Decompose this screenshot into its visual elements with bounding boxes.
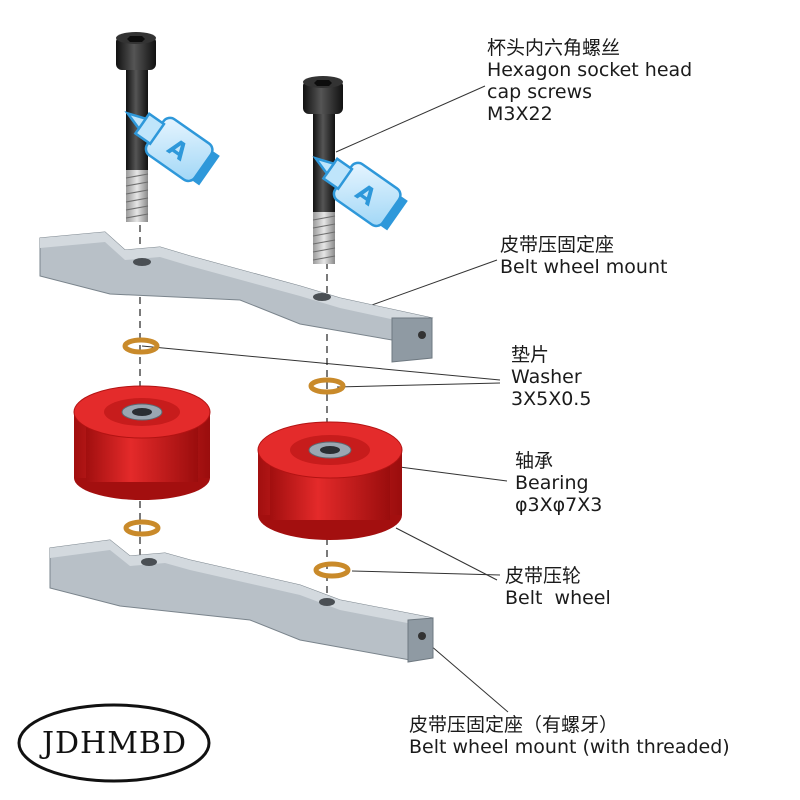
label-bearing-zh: 轴承 bbox=[515, 450, 554, 472]
washers bbox=[122, 337, 351, 579]
belt-wheel-left bbox=[73, 385, 211, 500]
threadlocker-bottle-right-icon: A bbox=[312, 156, 408, 231]
belt-wheel-right bbox=[257, 421, 403, 540]
label-bearing: 轴承 Bearing φ3Xφ7X3 bbox=[515, 450, 602, 516]
label-washer-spec: 3X5X0.5 bbox=[511, 388, 592, 410]
logo-ellipse-icon bbox=[17, 703, 211, 783]
label-belt-wheel-zh: 皮带压轮 bbox=[505, 565, 582, 587]
label-threaded-mount: 皮带压固定座（有螺牙） Belt wheel mount (with threa… bbox=[409, 714, 730, 758]
label-washer-en: Washer bbox=[511, 366, 582, 388]
label-threaded-mount-zh: 皮带压固定座（有螺牙） bbox=[409, 714, 619, 736]
threadlocker-bottle-left-icon: A bbox=[124, 111, 220, 186]
label-washer: 垫片 Washer 3X5X0.5 bbox=[511, 344, 591, 410]
label-threaded-mount-en: Belt wheel mount (with threaded) bbox=[409, 736, 730, 758]
label-bearing-spec: φ3Xφ7X3 bbox=[515, 494, 603, 516]
label-belt-mount: 皮带压固定座 Belt wheel mount bbox=[500, 234, 667, 278]
leader-lines bbox=[141, 85, 509, 713]
label-bearing-en: Bearing bbox=[515, 472, 589, 494]
label-screws-spec: M3X22 bbox=[487, 103, 553, 125]
label-belt-mount-en: Belt wheel mount bbox=[500, 256, 668, 278]
label-screws-en-2: cap screws bbox=[487, 81, 593, 103]
label-belt-wheel-en: Belt wheel bbox=[505, 587, 611, 609]
label-screws-en-1: Hexagon socket head bbox=[487, 59, 693, 81]
logo-text: JDHMBD bbox=[41, 726, 188, 761]
label-washer-zh: 垫片 bbox=[511, 344, 550, 366]
belt-wheel-mount-upper bbox=[39, 231, 434, 363]
label-screws-zh: 杯头内六角螺丝 bbox=[487, 37, 621, 59]
label-belt-wheel: 皮带压轮 Belt wheel bbox=[505, 565, 611, 609]
label-belt-mount-zh: 皮带压固定座 bbox=[500, 234, 615, 256]
label-screws: 杯头内六角螺丝 Hexagon socket head cap screws M… bbox=[487, 37, 692, 125]
brand-logo: JDHMBD bbox=[12, 698, 217, 788]
belt-wheel-mount-threaded bbox=[49, 539, 434, 663]
